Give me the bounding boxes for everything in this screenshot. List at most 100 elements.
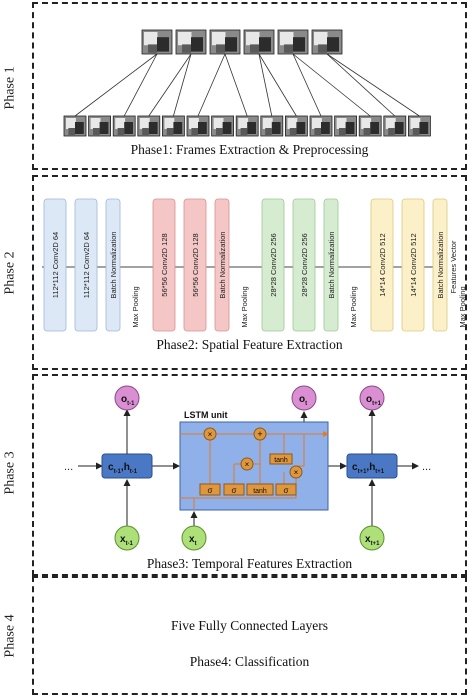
bottom-frame-14 <box>383 115 407 137</box>
svg-text:×: × <box>245 460 250 469</box>
bottom-frame-3 <box>112 115 136 137</box>
cnn-layer-label-1: 112*112 Conv2D 64 <box>51 232 60 298</box>
input-gate-label: σ <box>232 486 237 495</box>
cnn-diagram: 112*112 Conv2D 64 112*112 Conv2D 64 Batch … <box>42 198 465 332</box>
candidate-gate <box>246 483 274 496</box>
svg-text:×: × <box>208 430 213 439</box>
phase-3-label: Phase 3 <box>3 450 19 495</box>
input-prev-label: xt-1 <box>120 534 134 547</box>
bottom-frame-8 <box>235 115 259 137</box>
cnn-layer-label-15: Batch Normalization <box>436 231 445 298</box>
cnn-layer-label-5: 56*56 Conv2D 128 <box>160 233 169 296</box>
cnn-layer-label-4: Max Pooling <box>131 286 140 327</box>
cnn-layer-5: 56*56 Conv2D 128 <box>152 198 176 332</box>
frame-connector-lines <box>74 53 420 117</box>
state-prev-label: ct-1,ht-1 <box>108 462 138 475</box>
cnn-layer-4: Max Pooling <box>131 286 140 327</box>
output-prev-label: ot-1 <box>121 394 135 407</box>
cnn-layer-12: Max Pooling <box>349 286 358 327</box>
input-gate <box>223 483 245 496</box>
top-frames-row <box>141 29 343 55</box>
top-frame-1 <box>141 29 173 55</box>
cnn-layer-label-13: 14*14 Conv2D 512 <box>378 233 387 296</box>
bottom-frame-7 <box>211 115 235 137</box>
bottom-frame-15 <box>407 115 431 137</box>
cnn-layer-2: 112*112 Conv2D 64 <box>74 198 98 332</box>
phase-4-label: Phase 4 <box>3 614 19 658</box>
cnn-layer-label-7: Batch Normalization <box>218 231 227 298</box>
cnn-layer-label-12: Max Pooling <box>349 286 358 327</box>
ellipsis-right: ... <box>422 461 431 473</box>
cell-add-node <box>253 427 267 441</box>
cnn-layer-14: 14*14 Conv2D 512 <box>401 198 425 332</box>
phase-2-caption: Phase2: Spatial Feature Extraction <box>156 337 343 352</box>
state-next-label: ct+1,ht+1 <box>352 462 385 475</box>
cnn-layer-7: Batch Normalization <box>214 198 230 332</box>
features-vector-label: Features Vector <box>449 240 458 293</box>
bottom-frame-6 <box>186 115 210 137</box>
cnn-layer-8: Max Pooling <box>240 286 249 327</box>
cnn-layer-6: 56*56 Conv2D 128 <box>183 198 207 332</box>
bottom-frames-row <box>63 115 431 137</box>
bottom-frame-4 <box>137 115 161 137</box>
phase-1-caption: Phase1: Frames Extraction & Preprocessin… <box>130 142 369 157</box>
cnn-layer-10: 28*28 Conv2D 256 <box>292 198 316 332</box>
cnn-layer-label-11: Batch Normalization <box>327 231 336 298</box>
cnn-layer-1: 112*112 Conv2D 64 <box>43 198 67 332</box>
bottom-frame-12 <box>334 115 358 137</box>
svg-text:+: + <box>257 429 262 439</box>
output-cur-label: ot <box>299 394 307 407</box>
phase-4-box: Five Fully Connected Layers Phase4: Clas… <box>32 576 467 695</box>
forget-multiply-node <box>203 427 217 441</box>
top-frame-2 <box>175 29 207 55</box>
phase-1-label: Phase 1 <box>3 65 19 110</box>
cnn-layer-label-6: 56*56 Conv2D 128 <box>191 233 200 296</box>
output-multiply-node <box>289 465 303 479</box>
bottom-frame-11 <box>309 115 333 137</box>
top-frame-4 <box>243 29 275 55</box>
cnn-layer-3: Batch Normalization <box>105 198 121 332</box>
frames-diagram <box>63 29 431 137</box>
candidate-gate-label: tanh <box>253 488 267 495</box>
phase-2-label: Phase 2 <box>3 250 19 295</box>
input-next-label: xt+1 <box>365 534 380 547</box>
output-gate <box>275 483 297 496</box>
input-multiply-node <box>240 457 254 471</box>
output-cur-node <box>291 385 317 411</box>
cnn-layer-label-14: 14*14 Conv2D 512 <box>409 233 418 296</box>
phase-1-box: Phase1: Frames Extraction & Preprocessin… <box>32 2 467 170</box>
output-gate-label: σ <box>284 486 289 495</box>
bottom-frame-5 <box>161 115 185 137</box>
cnn-layer-label-16: Max Pooling <box>458 286 465 327</box>
cell-tanh <box>269 453 293 465</box>
lstm-unit-title: LSTM unit <box>184 410 228 420</box>
ellipsis-left: ... <box>64 461 73 473</box>
forget-gate-label: σ <box>208 486 213 495</box>
forget-gate <box>199 483 221 496</box>
phase-3-caption: Phase3: Temporal Features Extraction <box>146 556 353 571</box>
phase-2-box: 112*112 Conv2D 64 112*112 Conv2D 64 Batch … <box>32 175 467 370</box>
output-next-node <box>359 385 385 411</box>
output-prev-node <box>114 385 140 411</box>
cnn-layer-label-2: 112*112 Conv2D 64 <box>82 232 91 298</box>
input-prev-node <box>114 525 140 551</box>
phase-3-box: ... ... ct-1,ht-1 ct+1,ht+1 ot-1 ot ot+1… <box>32 374 467 576</box>
bottom-frame-10 <box>284 115 308 137</box>
cnn-layer-label-3: Batch Normalization <box>109 231 118 298</box>
input-cur-node <box>181 525 207 551</box>
bottom-frame-13 <box>358 115 382 137</box>
cnn-layer-label-10: 28*28 Conv2D 256 <box>300 233 309 296</box>
input-cur-label: xt <box>189 534 197 547</box>
output-next-label: ot+1 <box>366 394 382 407</box>
bottom-frame-9 <box>260 115 284 137</box>
top-frame-6 <box>311 29 343 55</box>
cnn-layer-13: 14*14 Conv2D 512 <box>370 198 394 332</box>
phase-4-text: Five Fully Connected Layers <box>170 618 329 633</box>
cnn-layer-11: Batch Normalization <box>323 198 339 332</box>
cnn-layer-9: 28*28 Conv2D 256 <box>261 198 285 332</box>
top-frame-3 <box>209 29 241 55</box>
cnn-layer-16: Max Pooling <box>458 286 465 327</box>
bottom-frame-1 <box>63 115 87 137</box>
cnn-layer-label-8: Max Pooling <box>240 286 249 327</box>
cell-tanh-label: tanh <box>274 457 288 464</box>
